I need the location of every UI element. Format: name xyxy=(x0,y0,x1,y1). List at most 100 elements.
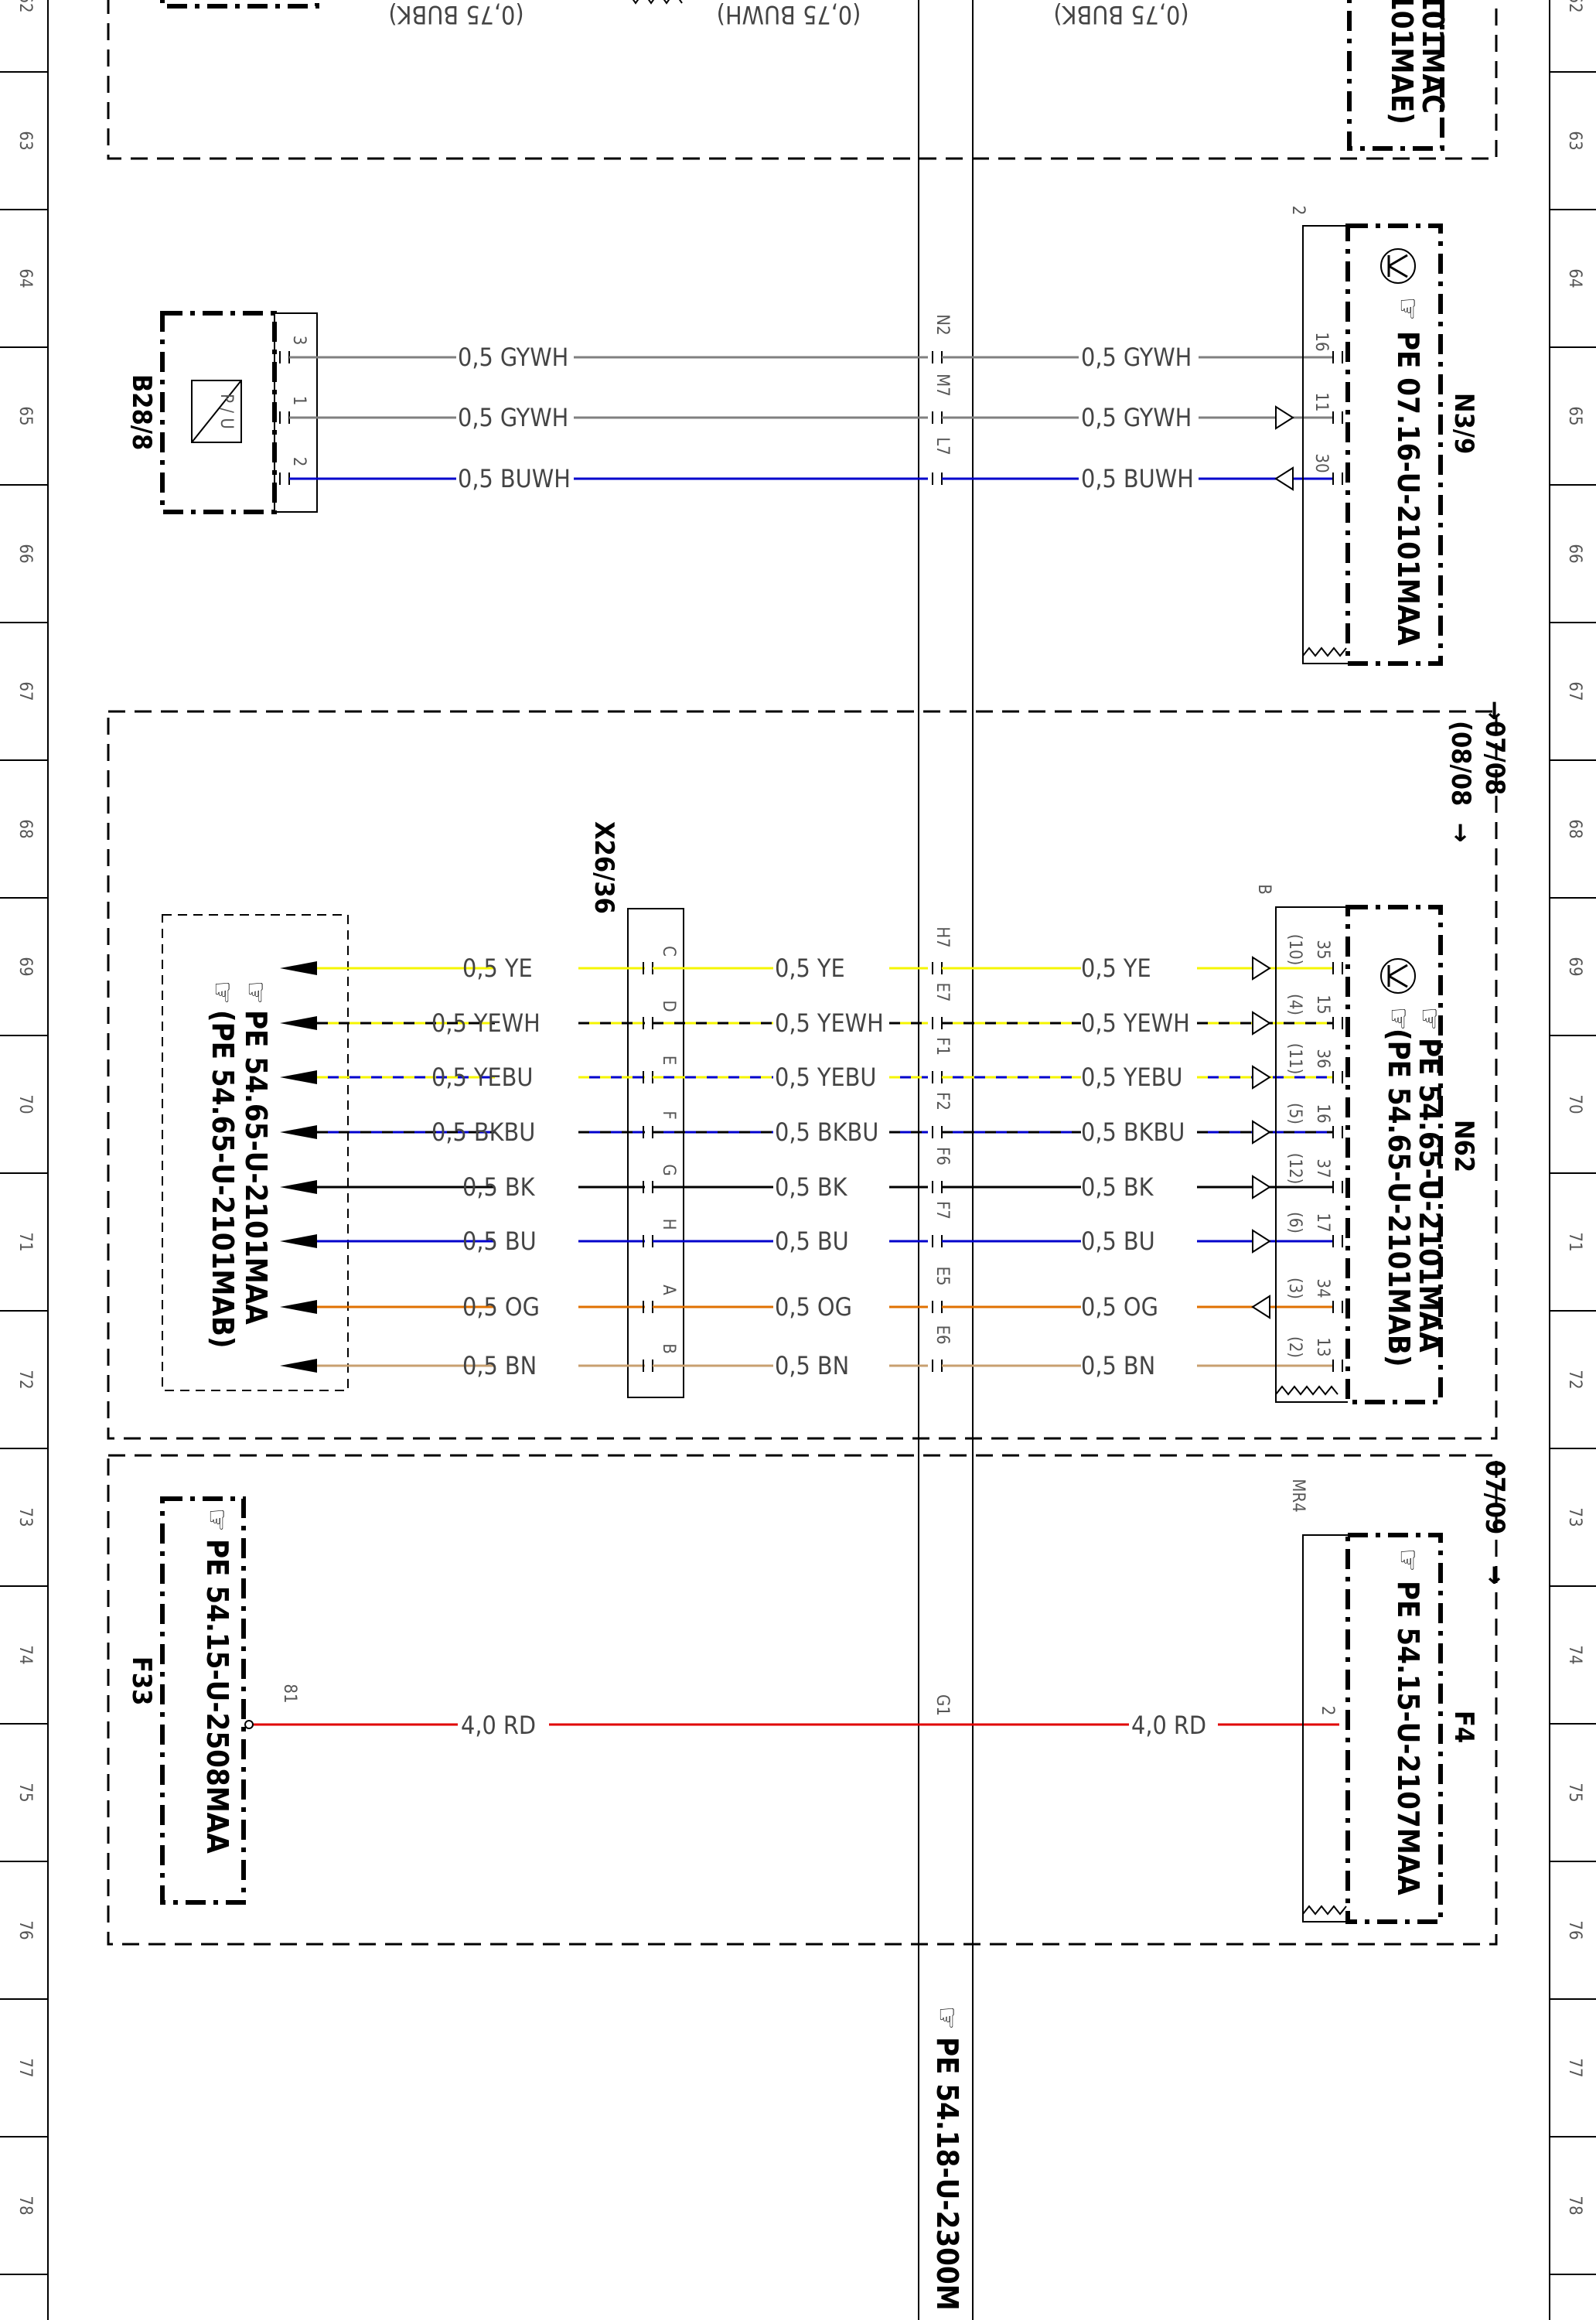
f33-ref: PE 54.15-U-2508MAA xyxy=(200,1539,234,1854)
right-grid-number: 71 xyxy=(1565,1232,1584,1251)
wire-label: 0,5 BUWH xyxy=(458,464,571,493)
direction-arrow-icon xyxy=(1252,1011,1271,1035)
connector-pin-label: A xyxy=(659,1285,678,1295)
direction-arrow-icon xyxy=(1252,1065,1271,1090)
wire-label: 0,5 YE xyxy=(775,954,845,983)
f-wire-right-label: 4,0 RD xyxy=(1131,1711,1206,1740)
splice-label: E7 xyxy=(933,982,952,1001)
wire-label: 0,5 BK xyxy=(462,1172,536,1202)
wire-label: 0,5 OG xyxy=(775,1292,852,1322)
wire-label: 0,5 BKBU xyxy=(775,1117,878,1147)
left-grid-number: 65 xyxy=(15,406,35,425)
right-grid-number: 62 xyxy=(1565,0,1584,13)
top-left-label: (0,75 BUBK) xyxy=(388,0,523,29)
sensor-pin-label: 3 xyxy=(289,336,309,346)
left-grid-number: 78 xyxy=(15,2195,35,2215)
n62-label: N62 xyxy=(1448,1120,1479,1172)
wire-label: 0,5 BU xyxy=(1081,1227,1155,1256)
n62-frame xyxy=(107,710,1498,1440)
n62-left-icon1: ☞ xyxy=(239,981,273,1005)
right-grid-number: 72 xyxy=(1565,1370,1584,1389)
n3-9-corner: 2 xyxy=(1288,206,1308,216)
wire-label: 0,5 YEBU xyxy=(1081,1063,1183,1092)
wire-label: 0,5 YEWH xyxy=(1081,1008,1190,1038)
n62-section-ref1: 07/08 xyxy=(1479,721,1510,795)
n62-pin-label: 17 xyxy=(1313,1213,1332,1232)
left-grid-number: 69 xyxy=(15,957,35,976)
wire-label: 0,5 YE xyxy=(1081,954,1151,983)
bottom-ref: PE 54.18-U-2300M xyxy=(930,2037,964,2311)
n62-icon2: ☞ xyxy=(1382,1007,1416,1031)
left-arrow-icon xyxy=(280,1180,317,1194)
f4-label: F4 xyxy=(1448,1711,1479,1743)
right-grid-number: 73 xyxy=(1565,1507,1584,1527)
transistor-icon xyxy=(1380,248,1416,284)
wire-label: 0,5 OG xyxy=(1081,1292,1158,1322)
n62-pin-label: 35 xyxy=(1313,940,1332,959)
n3-9-module-box xyxy=(1345,223,1443,666)
x26-36-label: X26/36 xyxy=(588,821,619,914)
wire-label: 0,5 YE xyxy=(462,954,533,983)
n62-pin-label: 16 xyxy=(1313,1104,1332,1123)
n62-corner: B xyxy=(1254,884,1274,895)
n62-pin-alt-label: (6) xyxy=(1285,1212,1304,1233)
f4-pin: 2 xyxy=(1318,1706,1337,1716)
section-f: 07/09 → ☞ PE 54.15-U-2508MAA F33 81 4,0 … xyxy=(107,1454,1510,1946)
sensor-pin-frame xyxy=(274,312,318,513)
connector-pin-label: E xyxy=(659,1056,678,1066)
n62-pin-label: 15 xyxy=(1313,995,1332,1014)
splice-label: L7 xyxy=(933,437,952,455)
n62-pin-alt-label: (2) xyxy=(1285,1336,1304,1358)
splice-label: F2 xyxy=(933,1092,952,1111)
right-grid-number: 70 xyxy=(1565,1094,1584,1114)
f33-label: F33 xyxy=(126,1656,157,1705)
right-grid-number: 69 xyxy=(1565,957,1584,976)
direction-arrow-icon xyxy=(1252,1229,1271,1254)
n62-pin-alt-label: (11) xyxy=(1285,1043,1304,1075)
n62-section-ref2: (08/08 xyxy=(1445,721,1476,806)
section-n62: 07/08 (08/08 → → ☞ PE 54.65-U-2101MAA ☞ … xyxy=(107,701,1510,1440)
left-arrow-icon xyxy=(280,1125,317,1139)
n62-pin-label: 34 xyxy=(1313,1278,1332,1298)
left-grid-number: 71 xyxy=(15,1232,35,1251)
direction-arrow-icon xyxy=(1275,405,1294,430)
left-grid-number: 63 xyxy=(15,131,35,150)
n62-pin-label: 37 xyxy=(1313,1158,1332,1178)
n62-left-ref2: (PE 54.65-U-2101MAB) xyxy=(206,1010,240,1349)
sensor-label: B28/8 xyxy=(126,374,157,450)
splice-label: F6 xyxy=(933,1147,952,1165)
f-wire-left-label: 4,0 RD xyxy=(461,1711,536,1740)
right-grid-number: 68 xyxy=(1565,819,1584,838)
n62-pin-label: 13 xyxy=(1313,1337,1332,1356)
f33-pin: 81 xyxy=(280,1684,299,1703)
splice-label: N2 xyxy=(933,314,952,335)
left-grid-number: 67 xyxy=(15,681,35,701)
right-grid-number: 66 xyxy=(1565,544,1584,563)
wire-label: 0,5 BKBU xyxy=(431,1117,535,1147)
n62-pin-alt-label: (3) xyxy=(1285,1278,1304,1299)
wire-label: 0,5 OG xyxy=(462,1292,540,1322)
direction-arrow-icon xyxy=(1252,1120,1271,1145)
f-section-ref: 07/09 xyxy=(1479,1460,1510,1534)
right-grid-number: 74 xyxy=(1565,1645,1584,1664)
wire-label: 0,5 BKBU xyxy=(1081,1117,1185,1147)
left-arrow-icon xyxy=(280,1300,317,1314)
right-grid-number: 77 xyxy=(1565,2058,1584,2077)
top-right-label: (0,75 BUBK) xyxy=(1053,0,1188,29)
sensor-pin-label: 2 xyxy=(289,457,309,467)
left-grid-number: 76 xyxy=(15,1920,35,1940)
x26-36-connector xyxy=(627,908,684,1398)
sensor-symbol-text: P / U xyxy=(217,394,236,429)
top-resistor-symbol xyxy=(632,0,683,5)
wire-label: 0,5 GYWH xyxy=(1081,343,1192,372)
left-grid-number: 77 xyxy=(15,2058,35,2077)
n3-9-pin-label: 16 xyxy=(1311,332,1331,351)
f33-icon: ☞ xyxy=(200,1508,234,1532)
right-grid-number: 75 xyxy=(1565,1783,1584,1802)
top-fragment: (0,75 BUBK) (0,75 BUWH) (0,75 BUBK) 101M… xyxy=(107,0,1498,160)
n62-icon1: ☞ xyxy=(1413,1007,1447,1031)
n62-pin-alt-label: (10) xyxy=(1285,934,1304,966)
direction-arrow-icon xyxy=(1252,1175,1271,1199)
